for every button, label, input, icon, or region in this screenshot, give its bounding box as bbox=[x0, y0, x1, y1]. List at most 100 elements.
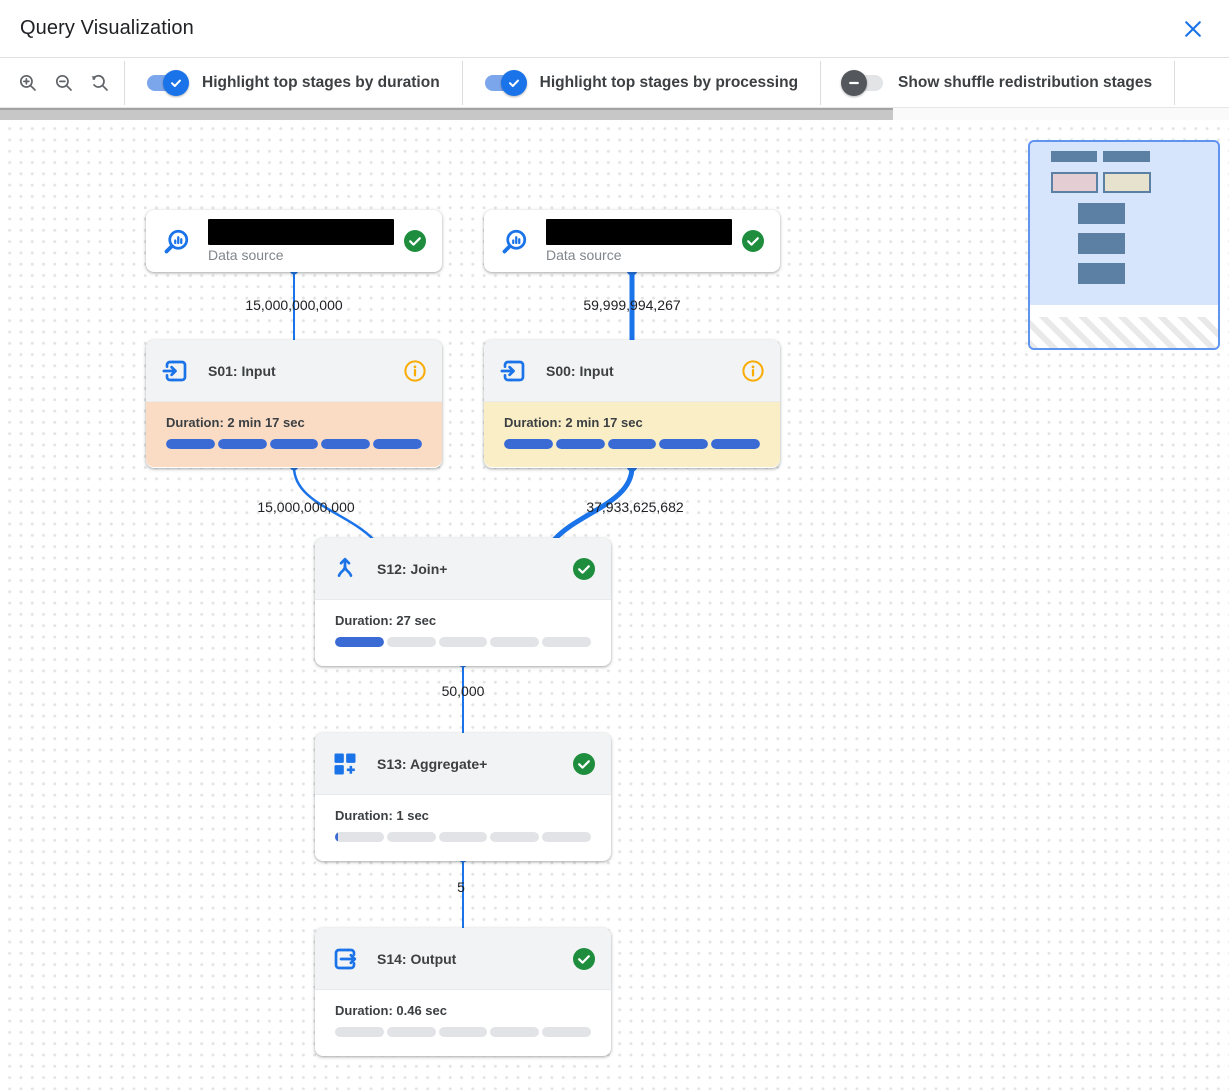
progress-segment bbox=[269, 439, 319, 449]
stage-duration-label: Duration: 2 min 17 sec bbox=[166, 415, 305, 430]
progress-segment bbox=[490, 637, 540, 647]
progress-segment bbox=[335, 832, 384, 842]
info-icon[interactable] bbox=[742, 359, 764, 382]
edge-rows-label: 15,000,000,000 bbox=[257, 499, 355, 515]
edge-s01-s12 bbox=[292, 466, 375, 541]
shuffle-toggle-label: Show shuffle redistribution stages bbox=[898, 73, 1153, 91]
stage-duration-section: Duration: 0.46 sec bbox=[315, 990, 611, 1055]
zoom-in-button[interactable] bbox=[10, 65, 46, 101]
scrollbar-thumb[interactable] bbox=[0, 108, 893, 120]
toggle-knob-check-icon bbox=[163, 69, 189, 96]
edge-rows-label: 5 bbox=[457, 879, 465, 895]
stage-duration-label: Duration: 27 sec bbox=[335, 613, 437, 628]
stage-duration-section: Duration: 1 sec bbox=[315, 795, 611, 860]
progress-segment bbox=[438, 832, 488, 842]
stage-duration-label: Duration: 1 sec bbox=[335, 808, 429, 823]
divider bbox=[820, 60, 822, 105]
stage-title: S00: Input bbox=[546, 362, 614, 379]
stage-node-s00[interactable]: S00: Input Duration: 2 min 17 sec bbox=[484, 340, 780, 468]
stage-node-s12[interactable]: S12: Join+ Duration: 27 sec bbox=[315, 538, 611, 666]
minimap-node-highlight-processing bbox=[1103, 172, 1151, 193]
status-check-icon bbox=[573, 557, 595, 580]
join-merge-icon bbox=[331, 555, 359, 583]
stage-progress-bar bbox=[335, 832, 591, 842]
zoom-out-button[interactable] bbox=[46, 65, 82, 101]
divider bbox=[124, 60, 125, 105]
toggle-knob-minus-icon bbox=[841, 69, 868, 96]
processing-toggle-label: Highlight top stages by processing bbox=[539, 73, 799, 91]
dialog-header: Query Visualization bbox=[0, 0, 1229, 58]
stage-node-s14[interactable]: S14: Output Duration: 0.46 sec bbox=[315, 928, 611, 1056]
minimap-node bbox=[1103, 151, 1150, 162]
divider bbox=[1174, 60, 1176, 105]
minimap-node-highlight-duration bbox=[1051, 172, 1098, 193]
stage-header: S00: Input bbox=[484, 340, 780, 402]
stage-title: S12: Join+ bbox=[377, 560, 448, 577]
minimap-node bbox=[1051, 151, 1097, 162]
shuffle-toggle[interactable] bbox=[841, 69, 884, 96]
edge-rows-label: 15,000,000,000 bbox=[245, 297, 343, 313]
stage-progress-bar bbox=[335, 637, 591, 647]
stage-node-s13[interactable]: S13: Aggregate+ Duration: 1 sec bbox=[315, 733, 611, 861]
zoom-reset-button[interactable] bbox=[82, 65, 118, 101]
stage-duration-section: Duration: 2 min 17 sec bbox=[484, 402, 780, 467]
output-icon bbox=[331, 945, 359, 973]
minimap[interactable] bbox=[1028, 140, 1220, 350]
status-check-icon bbox=[573, 752, 595, 775]
graph-canvas[interactable]: 15,000,000,000 59,999,994,267 15,000,000… bbox=[0, 120, 1229, 1090]
input-icon bbox=[162, 357, 190, 385]
progress-segment bbox=[490, 1027, 540, 1037]
horizontal-scrollbar[interactable] bbox=[0, 108, 1229, 120]
status-check-icon bbox=[404, 230, 426, 252]
progress-segment bbox=[386, 832, 436, 842]
processing-toggle[interactable] bbox=[484, 69, 527, 96]
minimap-outside-area bbox=[1030, 317, 1218, 348]
stage-node-s01[interactable]: S01: Input Duration: 2 min 17 sec bbox=[146, 340, 442, 468]
stage-header: S13: Aggregate+ bbox=[315, 733, 611, 795]
toggle-group-duration: Highlight top stages by duration bbox=[131, 69, 456, 96]
zoom-in-icon bbox=[18, 73, 38, 93]
progress-segment bbox=[542, 637, 591, 647]
progress-segment bbox=[438, 1027, 488, 1037]
stage-title: S01: Input bbox=[208, 362, 276, 379]
bigquery-preview-icon bbox=[500, 226, 530, 256]
progress-segment bbox=[542, 1027, 591, 1037]
minimap-node bbox=[1078, 233, 1125, 254]
progress-segment bbox=[555, 439, 605, 449]
close-button[interactable] bbox=[1179, 15, 1207, 43]
zoom-reset-icon bbox=[90, 73, 110, 93]
data-source-type-label: Data source bbox=[208, 247, 284, 263]
edge-rows-label: 37,933,625,682 bbox=[586, 499, 684, 515]
progress-segment bbox=[335, 637, 384, 647]
duration-toggle-label: Highlight top stages by duration bbox=[202, 73, 440, 91]
progress-segment bbox=[335, 1027, 384, 1037]
stage-title: S13: Aggregate+ bbox=[377, 755, 488, 772]
status-check-icon bbox=[573, 947, 595, 970]
toggle-knob-check-icon bbox=[500, 69, 527, 96]
progress-segment bbox=[373, 439, 422, 449]
redacted-table-name bbox=[208, 219, 394, 245]
stage-duration-label: Duration: 0.46 sec bbox=[335, 1003, 447, 1018]
stage-header: S01: Input bbox=[146, 340, 442, 402]
duration-toggle[interactable] bbox=[147, 69, 189, 96]
aggregate-icon bbox=[331, 750, 359, 778]
stage-title: S14: Output bbox=[377, 950, 457, 967]
stage-duration-section: Duration: 27 sec bbox=[315, 600, 611, 665]
progress-segment bbox=[504, 439, 553, 449]
zoom-out-icon bbox=[54, 73, 74, 93]
close-icon bbox=[1181, 17, 1205, 41]
progress-segment bbox=[166, 439, 215, 449]
data-source-node-1[interactable]: Data source bbox=[146, 210, 442, 272]
redacted-table-name bbox=[546, 219, 732, 245]
progress-segment bbox=[542, 832, 591, 842]
stage-duration-label: Duration: 2 min 17 sec bbox=[504, 415, 643, 430]
edge-rows-label: 50,000 bbox=[441, 683, 485, 699]
divider bbox=[461, 60, 463, 105]
edge-rows-label: 59,999,994,267 bbox=[583, 297, 681, 313]
edge-s00-s12 bbox=[552, 466, 635, 542]
info-icon[interactable] bbox=[404, 359, 426, 382]
page-title: Query Visualization bbox=[20, 17, 194, 39]
minimap-viewport-edge bbox=[1030, 305, 1218, 317]
progress-segment bbox=[438, 637, 488, 647]
data-source-node-2[interactable]: Data source bbox=[484, 210, 780, 272]
